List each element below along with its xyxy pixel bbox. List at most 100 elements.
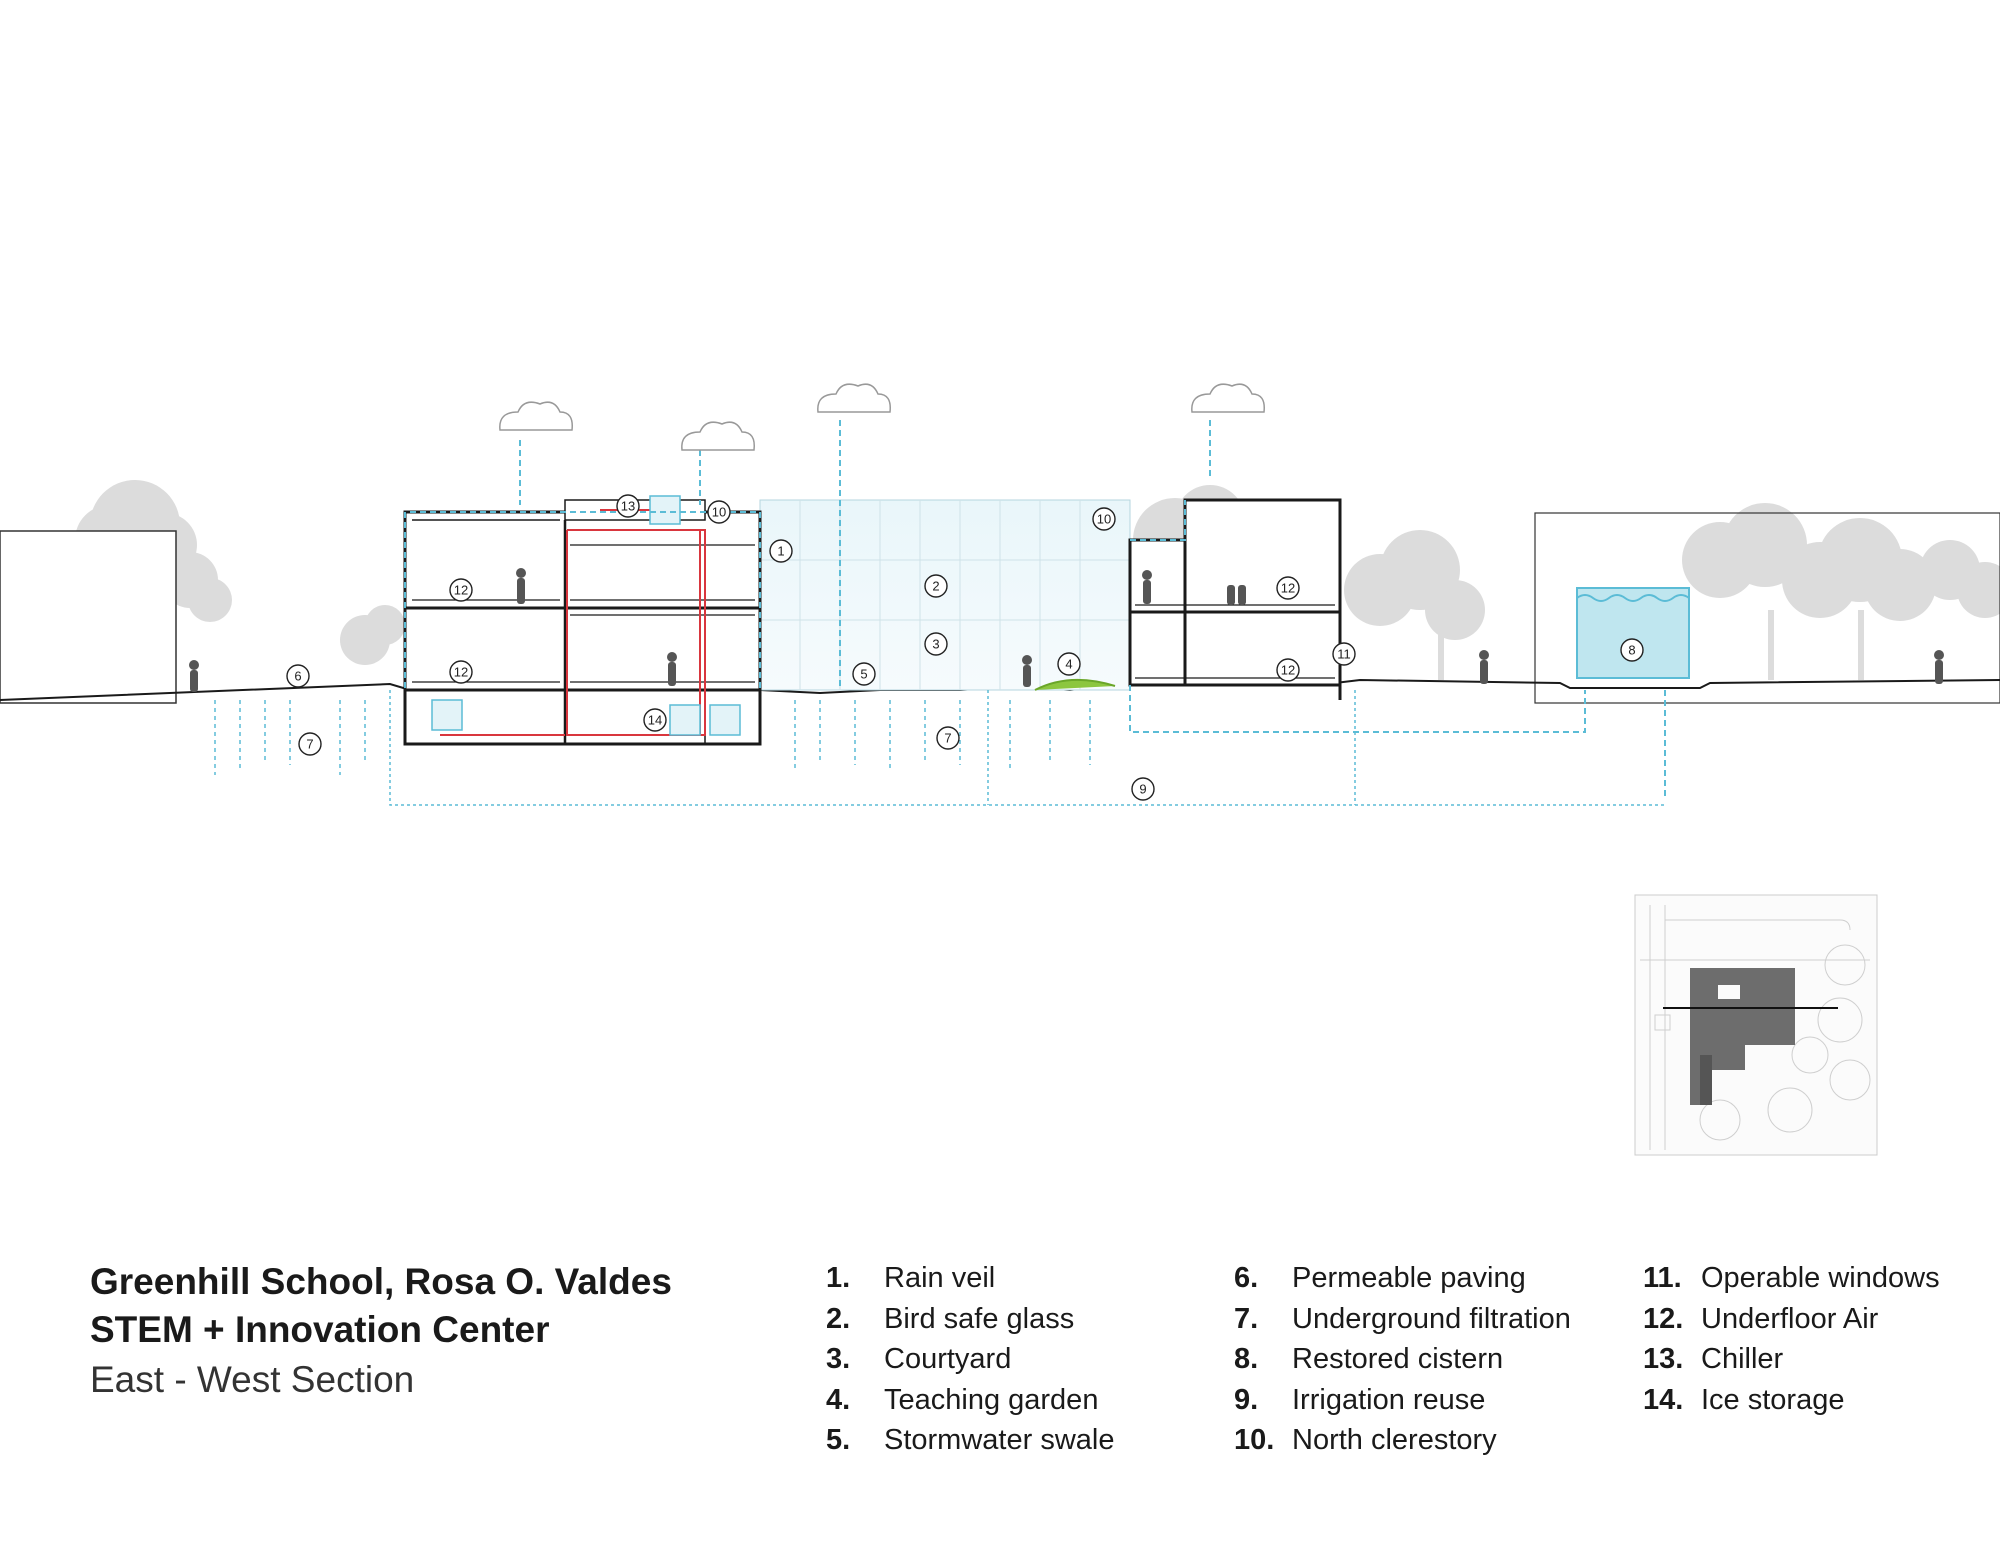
legend-label: Underfloor Air [1701, 1302, 1879, 1335]
legend-number: 4. [826, 1383, 851, 1416]
callout-7a: 7 [298, 732, 322, 756]
svg-text:12: 12 [454, 583, 468, 598]
svg-text:12: 12 [454, 665, 468, 680]
legend-label: Teaching garden [884, 1383, 1099, 1416]
callout-markers: 1 2 3 4 5 6 7 7 8 9 10 10 11 12 12 12 12… [286, 494, 1644, 801]
legend-column-3: 11. Operable windows 12. Underfloor Air 13… [1643, 1262, 1940, 1424]
underground-filtration-lines [214, 700, 1091, 775]
svg-text:1: 1 [777, 544, 784, 559]
legend-label: Irrigation reuse [1292, 1383, 1486, 1416]
svg-text:14: 14 [648, 713, 662, 728]
svg-text:13: 13 [621, 499, 635, 514]
svg-text:10: 10 [712, 505, 726, 520]
mechanical-units [431, 495, 741, 736]
legend-label: Operable windows [1701, 1262, 1940, 1294]
legend-item: 12. Underfloor Air [1643, 1303, 1940, 1344]
svg-text:12: 12 [1281, 663, 1295, 678]
svg-text:5: 5 [860, 667, 867, 682]
callout-11: 11 [1332, 642, 1356, 666]
teaching-garden-mound [1034, 678, 1116, 691]
legend-item: 8. Restored cistern [1234, 1343, 1571, 1384]
legend-label: Restored cistern [1292, 1343, 1504, 1375]
legend-item: 6. Permeable paving [1234, 1262, 1571, 1303]
legend-number: 7. [1234, 1302, 1259, 1335]
legend-number: 1. [826, 1262, 851, 1294]
legend-item: 1. Rain veil [826, 1262, 1114, 1303]
legend-number: 6. [1234, 1262, 1259, 1294]
legend-label: Courtyard [884, 1343, 1012, 1375]
legend-label: Ice storage [1701, 1383, 1845, 1416]
svg-text:3: 3 [932, 637, 939, 652]
legend-number: 14. [1643, 1383, 1684, 1416]
legend-item: 11. Operable windows [1643, 1262, 1940, 1303]
callout-6: 6 [286, 664, 310, 688]
neighbor-building-right [1534, 512, 2000, 704]
svg-text:8: 8 [1628, 643, 1635, 658]
svg-text:9: 9 [1139, 782, 1146, 797]
legend-item: 3. Courtyard [826, 1343, 1114, 1384]
rain-clouds [499, 383, 1265, 451]
svg-text:11: 11 [1337, 647, 1351, 662]
callout-5: 5 [852, 662, 876, 686]
legend-label: North clerestory [1292, 1424, 1497, 1456]
legend-label: Permeable paving [1292, 1262, 1526, 1294]
callout-13: 13 [616, 494, 640, 518]
legend-number: 2. [826, 1302, 851, 1335]
callout-3: 3 [924, 632, 948, 656]
legend-item: 14. Ice storage [1643, 1384, 1940, 1425]
svg-text:6: 6 [294, 669, 301, 684]
legend-item: 7. Underground filtration [1234, 1303, 1571, 1344]
callout-8: 8 [1620, 638, 1644, 662]
restored-cistern-tank [1576, 587, 1690, 679]
callout-4: 4 [1057, 652, 1081, 676]
svg-text:12: 12 [1281, 581, 1295, 596]
main-building-east [1128, 498, 1342, 700]
legend-number: 12. [1643, 1302, 1684, 1335]
project-title-line2: STEM + Innovation Center [90, 1309, 550, 1350]
svg-text:10: 10 [1097, 512, 1111, 527]
legend-label: Rain veil [884, 1262, 996, 1294]
neighbor-building-left [0, 530, 177, 704]
legend-number: 8. [1234, 1343, 1259, 1375]
legend-number: 9. [1234, 1383, 1259, 1416]
callout-12d: 12 [1276, 658, 1300, 682]
legend-column-2: 6. Permeable paving 7. Underground filtrat… [1234, 1262, 1571, 1465]
legend-number: 3. [826, 1343, 851, 1375]
callout-10b: 10 [1092, 507, 1116, 531]
legend-item: 10. North clerestory [1234, 1424, 1571, 1465]
legend-number: 13. [1643, 1343, 1684, 1375]
callout-10a: 10 [707, 500, 731, 524]
legend-column-1: 1. Rain veil 2. Bird safe glass 3. Courtyar… [826, 1262, 1114, 1465]
callout-1: 1 [769, 539, 793, 563]
drawing-subtitle: East - West Section [90, 1359, 415, 1400]
legend-item: 2. Bird safe glass [826, 1303, 1114, 1344]
legend-number: 10. [1234, 1424, 1275, 1456]
callout-12a: 12 [449, 578, 473, 602]
legend-label: Underground filtration [1292, 1302, 1571, 1335]
callout-9: 9 [1131, 777, 1155, 801]
water-flow-lines [404, 420, 1666, 800]
title-block: Greenhill School, Rosa O. Valdes STEM + … [90, 1258, 672, 1406]
project-title-line1: Greenhill School, Rosa O. Valdes [90, 1261, 672, 1302]
site-key-plan [1634, 894, 1878, 1156]
callout-14: 14 [643, 708, 667, 732]
legend-item: 13. Chiller [1643, 1343, 1940, 1384]
legend-item: 5. Stormwater swale [826, 1424, 1114, 1465]
callout-12b: 12 [449, 660, 473, 684]
legend-number: 5. [826, 1424, 851, 1456]
legend-label: Stormwater swale [884, 1424, 1115, 1456]
legend-number: 11. [1643, 1262, 1682, 1294]
callout-7b: 7 [936, 726, 960, 750]
legend-item: 4. Teaching garden [826, 1384, 1114, 1425]
legend-item: 9. Irrigation reuse [1234, 1384, 1571, 1425]
callout-2: 2 [924, 574, 948, 598]
callout-12c: 12 [1276, 576, 1300, 600]
irrigation-reuse-line [389, 690, 1665, 806]
svg-text:7: 7 [306, 737, 313, 752]
svg-text:2: 2 [932, 579, 939, 594]
legend-label: Bird safe glass [884, 1302, 1075, 1335]
svg-text:7: 7 [944, 731, 951, 746]
legend-label: Chiller [1701, 1343, 1784, 1375]
svg-text:4: 4 [1065, 657, 1072, 672]
